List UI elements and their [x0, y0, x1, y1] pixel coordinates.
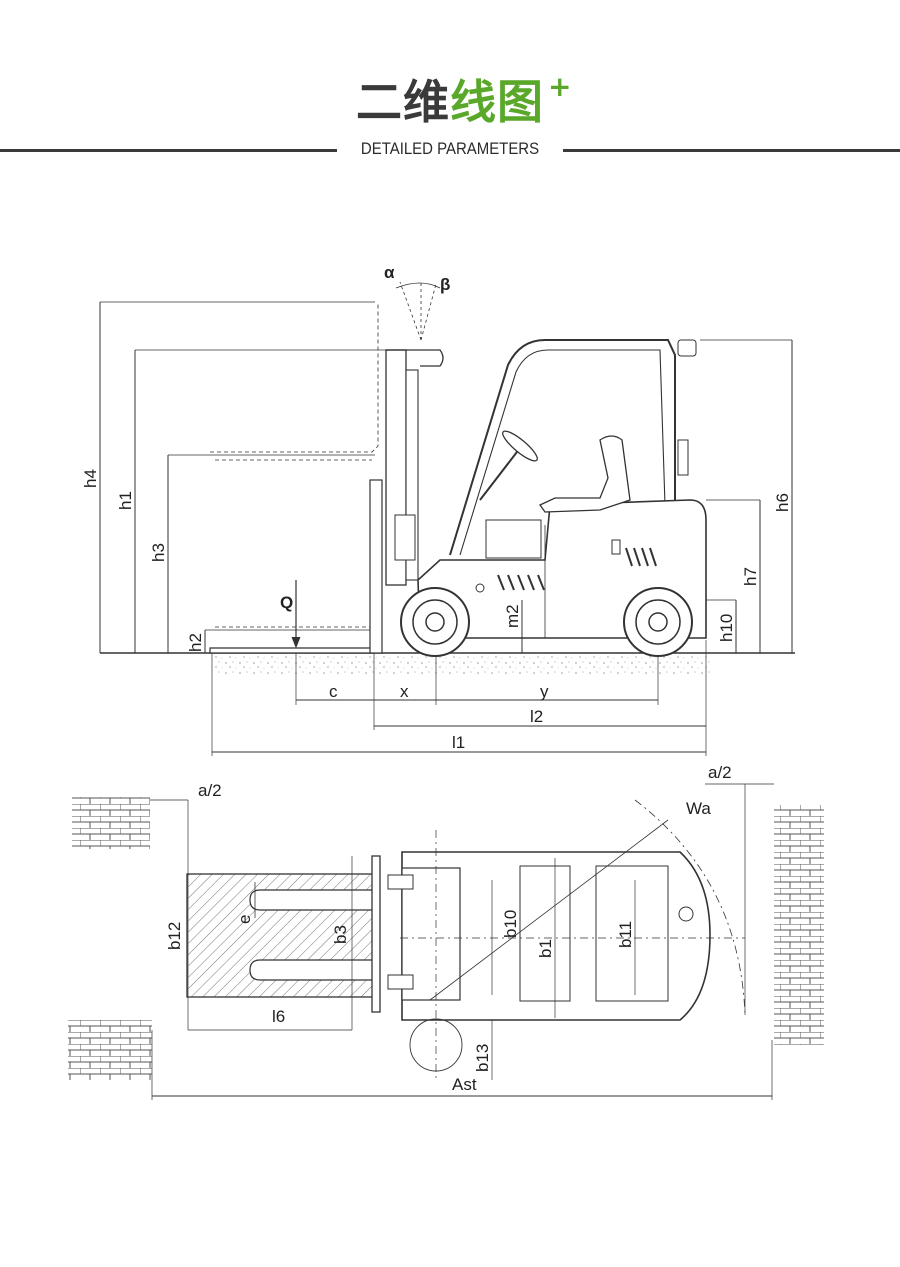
top-view: [68, 783, 824, 1100]
ground: [215, 653, 710, 675]
turning-radius-line: [429, 819, 669, 1001]
page-header: 二维线图 + DETAILED PARAMETERS: [0, 0, 900, 180]
wall-right: [774, 805, 824, 1045]
body-vents: [497, 547, 657, 591]
fork-carriage: [369, 479, 383, 654]
b13-label: b13: [473, 1044, 492, 1072]
carriage-top: [371, 855, 381, 1013]
beta-label: β: [440, 275, 450, 294]
warning-light: [677, 339, 697, 357]
load-arrow-head: [291, 636, 301, 649]
front-wheel-top-left: [387, 874, 414, 890]
q-label: Q: [280, 593, 293, 612]
c-label: c: [329, 682, 338, 701]
ast-label: Ast: [452, 1075, 477, 1094]
seat: [539, 435, 631, 513]
h2-label: h2: [186, 633, 205, 652]
b11-label: b11: [616, 921, 635, 948]
h1-label: h1: [116, 491, 135, 510]
mast-cylinder: [394, 514, 416, 561]
tilt-arc: [395, 282, 441, 289]
fork-raised-outline: [210, 302, 379, 453]
steering-column: [479, 447, 521, 501]
a2-right-label: a/2: [708, 763, 732, 782]
h6-label: h6: [773, 493, 792, 512]
wa-label: Wa: [686, 799, 711, 818]
side-view: [99, 280, 795, 756]
title-green-part: 线图: [450, 75, 544, 129]
alpha-label: α: [384, 263, 395, 282]
h4-label: h4: [81, 469, 100, 488]
seat-top: [519, 865, 571, 1002]
e-label: e: [235, 915, 254, 924]
front-wheel-hub: [425, 612, 445, 632]
b12-label: b12: [165, 922, 184, 950]
plus-icon: +: [548, 70, 572, 103]
fork-bottom: [249, 959, 372, 981]
counterweight-top: [595, 865, 669, 1002]
warning-light-top: [678, 906, 694, 922]
steering-wheel: [502, 430, 538, 462]
h7-label: h7: [741, 567, 760, 586]
turning-center-circle: [409, 1018, 463, 1072]
h3-label: h3: [149, 543, 168, 562]
title-dark-part: 二维: [356, 75, 450, 129]
y-label: y: [540, 682, 549, 701]
header-rule-left: [0, 149, 337, 152]
b3-label: b3: [331, 925, 350, 944]
dash-panel: [485, 519, 542, 559]
wall-bottom-left: [68, 1020, 152, 1080]
tilt-line-alpha: [399, 281, 422, 341]
b1-label: b1: [536, 939, 555, 958]
page-title: 二维线图: [0, 72, 900, 132]
m2-label: m2: [503, 604, 522, 628]
body-badge: [611, 539, 621, 555]
a2-left-label: a/2: [198, 781, 222, 800]
front-wheel-top-right: [387, 974, 414, 990]
l1-label: l1: [452, 733, 465, 752]
body-marker: [475, 583, 485, 593]
front-wheel-rim: [412, 599, 458, 645]
rear-handle: [677, 439, 689, 476]
tilt-line-beta: [420, 283, 437, 341]
rear-wheel-rim: [635, 599, 681, 645]
page-subtitle: DETAILED PARAMETERS: [360, 139, 540, 158]
rear-wheel-hub: [648, 612, 668, 632]
fork-top: [249, 889, 372, 911]
x-label: x: [400, 682, 409, 701]
mast-top: [386, 349, 444, 367]
overhead-guard-inner: [459, 349, 666, 556]
overhead-guard: [449, 339, 676, 556]
wall-top-left: [72, 797, 150, 849]
b10-label: b10: [501, 910, 520, 938]
fork-tine: [209, 647, 373, 654]
turning-arc: [634, 799, 746, 1016]
header-rule-right: [563, 149, 900, 152]
l6-label: l6: [272, 1007, 285, 1026]
h10-label: h10: [717, 614, 736, 642]
l2-label: l2: [530, 707, 543, 726]
